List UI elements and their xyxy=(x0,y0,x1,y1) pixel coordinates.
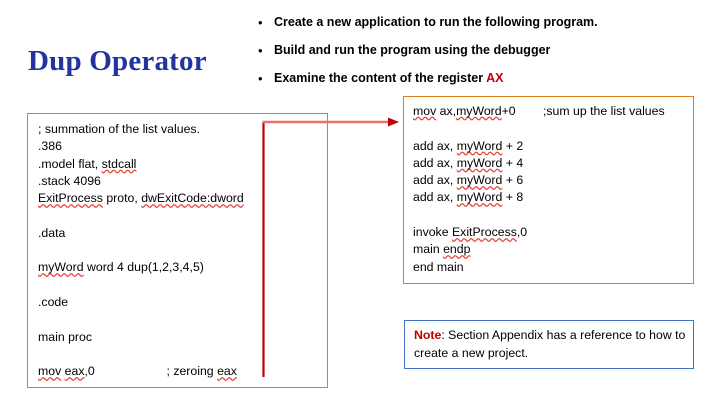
right-code-text: mov ax,myWord+0 ;sum up the list values … xyxy=(413,103,665,276)
register-highlight: AX xyxy=(486,71,504,85)
list-item: • Build and run the program using the de… xyxy=(258,42,698,59)
note-panel: Note: Section Appendix has a reference t… xyxy=(404,320,694,369)
code-line: .model flat, stdcall xyxy=(38,156,137,171)
code-line: mov ax,myWord+0 ;sum up the list values xyxy=(413,104,665,118)
bullet-list: • Create a new application to run the fo… xyxy=(258,14,698,98)
list-item: • Examine the content of the register AX xyxy=(258,70,698,87)
code-line: .code xyxy=(38,294,69,309)
code-line: .stack 4096 xyxy=(38,173,101,188)
code-line-blank xyxy=(413,207,665,224)
right-code-panel: mov ax,myWord+0 ;sum up the list values … xyxy=(403,96,694,284)
code-line-blank xyxy=(38,311,244,328)
note-text: Note: Section Appendix has a reference t… xyxy=(414,327,686,362)
bullet-text-main: Create a new application to run the foll… xyxy=(274,15,598,29)
code-line-blank xyxy=(38,277,244,294)
bullet-text-main: Examine the content of the register xyxy=(274,71,487,85)
code-line: main endp xyxy=(413,242,471,257)
bullet-marker-icon: • xyxy=(258,43,263,58)
code-line: add ax, myWord + 4 xyxy=(413,155,524,170)
page-title: Dup Operator xyxy=(28,45,207,77)
code-line: ; summation of the list values. xyxy=(38,122,200,136)
code-line: invoke ExitProcess,0 xyxy=(413,225,528,240)
bullet-text-main: Build and run the program using the debu… xyxy=(274,43,551,57)
bullet-text: Examine the content of the register AX xyxy=(274,70,503,87)
code-line: .data xyxy=(38,225,66,240)
code-line-blank xyxy=(413,120,665,137)
code-line: ExitProcess proto, dwExitCode:dword xyxy=(38,191,244,206)
code-line: .386 xyxy=(38,139,62,154)
code-line: add ax, myWord + 8 xyxy=(413,190,524,205)
code-line: add ax, myWord + 6 xyxy=(413,173,524,188)
bullet-marker-icon: • xyxy=(258,15,263,30)
left-code-panel: ; summation of the list values. .386 .mode… xyxy=(27,113,328,388)
list-item: • Create a new application to run the fo… xyxy=(258,14,698,31)
note-label: Note xyxy=(414,328,442,342)
bullet-text: Create a new application to run the foll… xyxy=(274,14,598,31)
note-body: : Section Appendix has a reference to ho… xyxy=(414,328,686,360)
code-line: main proc xyxy=(38,329,92,344)
bullet-text: Build and run the program using the debu… xyxy=(274,42,550,59)
code-line-blank xyxy=(38,346,244,363)
code-line: end main xyxy=(413,259,464,274)
code-line-blank xyxy=(38,242,244,259)
code-line: myWord word 4 dup(1,2,3,4,5) xyxy=(38,260,204,275)
bullet-marker-icon: • xyxy=(258,71,263,86)
code-line: add ax, myWord + 2 xyxy=(413,138,524,153)
code-line-blank xyxy=(38,207,244,224)
code-line: mov eax,0 ; zeroing eax xyxy=(38,364,237,379)
left-code-text: ; summation of the list values. .386 .mode… xyxy=(38,121,244,380)
